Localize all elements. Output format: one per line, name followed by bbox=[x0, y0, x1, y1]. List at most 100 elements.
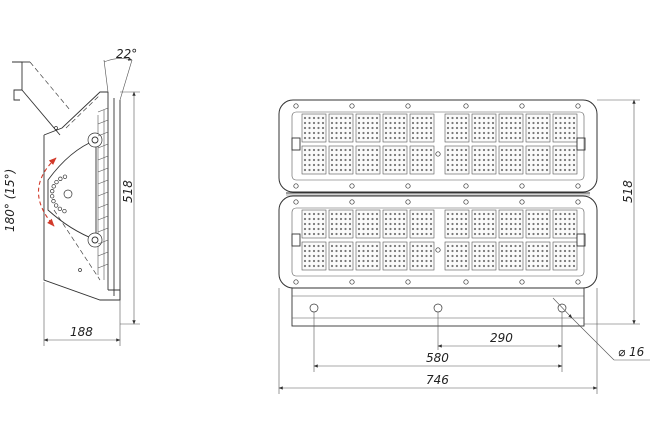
led-dot bbox=[425, 244, 428, 248]
led-dot bbox=[455, 136, 459, 140]
fin bbox=[97, 239, 109, 245]
led-dot bbox=[482, 222, 486, 226]
led-dot bbox=[308, 217, 311, 221]
led-dot bbox=[321, 136, 325, 140]
led-dot bbox=[563, 222, 567, 226]
side-width-label: 188 bbox=[70, 325, 93, 339]
screw bbox=[293, 183, 299, 189]
led-dot bbox=[321, 217, 325, 221]
led-dot bbox=[478, 136, 481, 140]
led-dot bbox=[554, 136, 558, 140]
led-dot bbox=[572, 249, 576, 253]
led-dot bbox=[389, 168, 392, 172]
led-dot bbox=[487, 244, 490, 248]
led-dot bbox=[393, 158, 397, 162]
led-dot bbox=[572, 121, 576, 125]
led-dot bbox=[362, 163, 365, 167]
led-dot bbox=[362, 232, 365, 236]
led-dot bbox=[321, 126, 325, 130]
led-dot bbox=[429, 232, 433, 236]
led-dot bbox=[527, 131, 531, 135]
led-dot bbox=[460, 227, 463, 231]
led-dot bbox=[375, 158, 379, 162]
led-dot bbox=[348, 227, 352, 231]
led-dot bbox=[505, 163, 508, 167]
led-dot bbox=[455, 153, 459, 157]
led-dot bbox=[505, 264, 508, 268]
mount-hole-center bbox=[433, 303, 443, 313]
led-dot bbox=[308, 259, 311, 263]
led-dot bbox=[514, 212, 517, 216]
led-dot bbox=[375, 244, 379, 248]
led-dot bbox=[568, 148, 571, 152]
led-dot bbox=[371, 116, 374, 120]
led-dot bbox=[536, 136, 540, 140]
led-dot bbox=[505, 259, 508, 263]
led-dot bbox=[536, 158, 540, 162]
led-dot bbox=[446, 126, 450, 130]
led-dot bbox=[545, 254, 549, 258]
led-dot bbox=[478, 227, 481, 231]
led-dot bbox=[398, 168, 401, 172]
led-dot bbox=[500, 227, 504, 231]
led-dot bbox=[568, 126, 571, 130]
led-dot bbox=[451, 217, 454, 221]
led-dot bbox=[518, 212, 522, 216]
led-dot bbox=[344, 116, 347, 120]
led-dot bbox=[411, 212, 415, 216]
led-dot bbox=[464, 259, 468, 263]
led-dot bbox=[429, 131, 433, 135]
led-dot bbox=[473, 212, 477, 216]
led-dot bbox=[554, 153, 558, 157]
led-dot bbox=[478, 126, 481, 130]
led-dot bbox=[317, 217, 320, 221]
led-dot bbox=[446, 121, 450, 125]
fin bbox=[97, 143, 109, 149]
led-dot bbox=[518, 222, 522, 226]
led-dot bbox=[384, 259, 388, 263]
led-dot bbox=[348, 259, 352, 263]
led-dot bbox=[375, 116, 379, 120]
led-dot bbox=[389, 249, 392, 253]
led-dot bbox=[487, 227, 490, 231]
led-dot bbox=[509, 116, 513, 120]
led-dot bbox=[330, 232, 334, 236]
led-dot bbox=[371, 227, 374, 231]
led-dot bbox=[451, 153, 454, 157]
screw bbox=[405, 183, 411, 189]
led-dot bbox=[527, 232, 531, 236]
scale-dot bbox=[62, 174, 68, 179]
led-dot bbox=[375, 249, 379, 253]
led-dot bbox=[505, 232, 508, 236]
fin bbox=[97, 227, 109, 233]
led-dot bbox=[420, 259, 424, 263]
led-dot bbox=[371, 163, 374, 167]
led-dot bbox=[527, 116, 531, 120]
led-dot bbox=[366, 254, 370, 258]
led-dot bbox=[312, 158, 316, 162]
led-dot bbox=[330, 264, 334, 268]
led-dot bbox=[425, 232, 428, 236]
led-dot bbox=[375, 232, 379, 236]
led-dot bbox=[572, 126, 576, 130]
led-dot bbox=[487, 168, 490, 172]
led-dot bbox=[536, 232, 540, 236]
led-dot bbox=[339, 136, 343, 140]
led-dot bbox=[321, 148, 325, 152]
led-dot bbox=[312, 264, 316, 268]
led-dot bbox=[527, 222, 531, 226]
led-dot bbox=[460, 163, 463, 167]
led-dot bbox=[420, 126, 424, 130]
led-dot bbox=[473, 158, 477, 162]
led-dot bbox=[393, 131, 397, 135]
led-dot bbox=[545, 212, 549, 216]
led-dot bbox=[398, 259, 401, 263]
led-dot bbox=[446, 232, 450, 236]
led-dot bbox=[384, 249, 388, 253]
led-dot bbox=[402, 217, 406, 221]
led-dot bbox=[559, 131, 562, 135]
led-dot bbox=[416, 264, 419, 268]
led-dot bbox=[473, 168, 477, 172]
led-dot bbox=[568, 222, 571, 226]
led-dot bbox=[545, 217, 549, 221]
